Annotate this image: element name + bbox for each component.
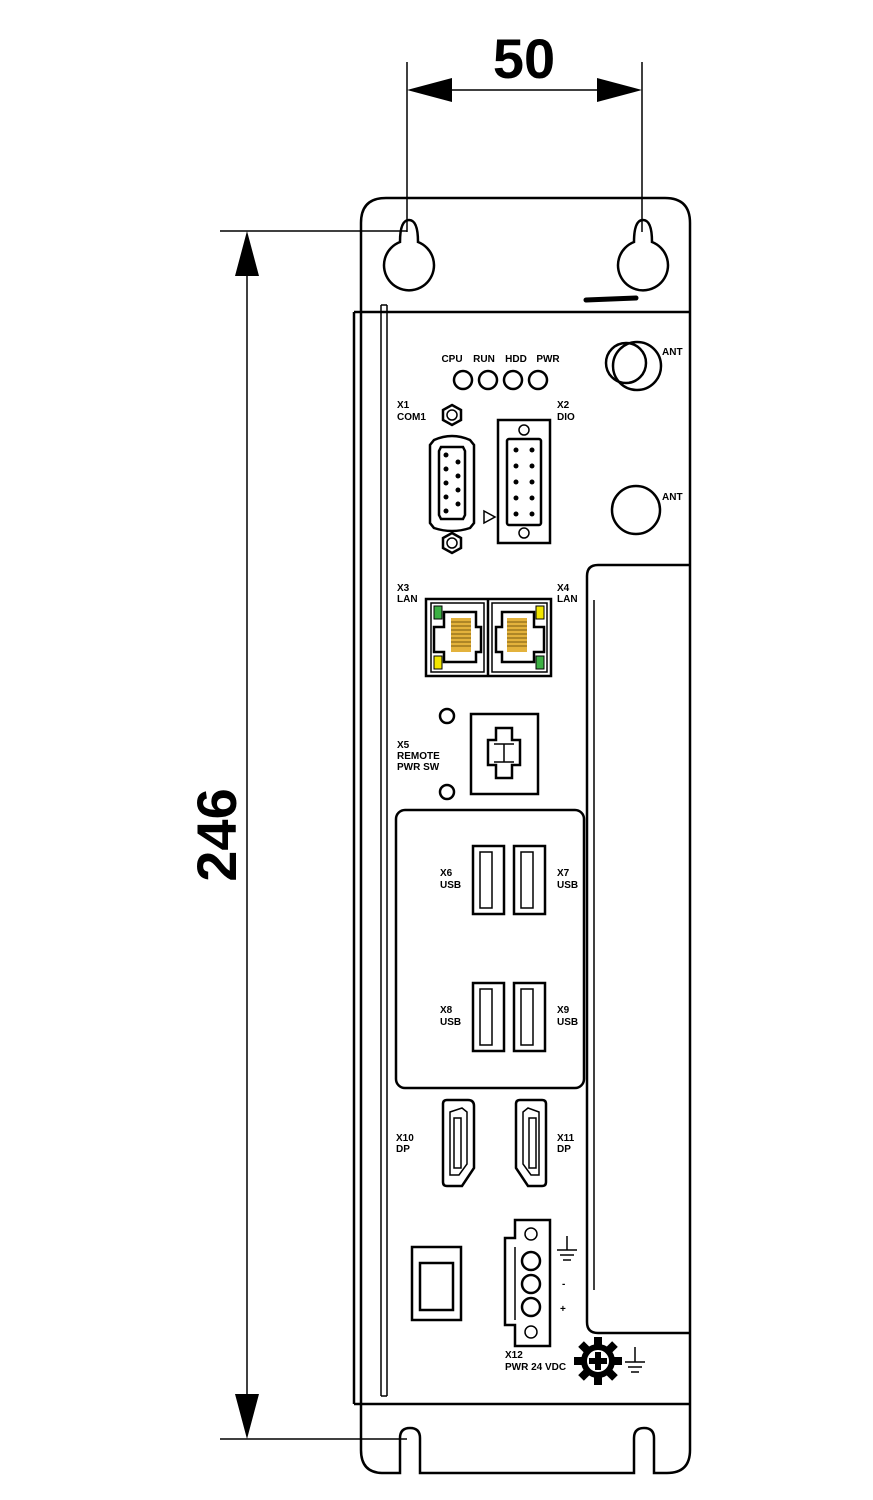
terminal-plus-label: + [560, 1304, 566, 1315]
mount-keyhole-left [382, 218, 436, 292]
antenna-connector-1 [611, 340, 663, 392]
port-x11-name: DP [557, 1144, 571, 1155]
led-label-pwr: PWR [536, 354, 560, 365]
port-x7-id: X7 [557, 868, 570, 879]
antenna-label-1: ANT [662, 347, 683, 358]
port-x5-name-line2: PWR SW [397, 762, 440, 773]
height-dimension: 246 [185, 230, 407, 1440]
dp-port-x11 [514, 1098, 548, 1188]
port-x12-id: X12 [505, 1350, 523, 1361]
led-label-run: RUN [473, 354, 495, 365]
port-x3-id: X3 [397, 583, 410, 594]
port-x8-id: X8 [440, 1005, 453, 1016]
width-dimension: 50 [406, 27, 643, 232]
port-x3-name: LAN [397, 594, 418, 605]
port-x12-name: PWR 24 VDC [505, 1362, 566, 1373]
led-cpu [452, 369, 474, 391]
port-x5-name-line1: REMOTE [397, 751, 440, 762]
port-x2-dio: X2 DIO [483, 400, 575, 545]
port-x8-name: USB [440, 1017, 461, 1028]
antenna-label-2: ANT [662, 492, 683, 503]
led-hdd [502, 369, 524, 391]
led-label-cpu: CPU [441, 354, 462, 365]
port-x1-com1: X1 COM1 [397, 400, 476, 555]
port-x5-remote-pwr-sw: X5 REMOTE PWR SW [397, 707, 540, 801]
port-x10-x11-dp: X10 DP X11 DP [396, 1098, 575, 1188]
port-x11-id: X11 [557, 1133, 575, 1144]
port-x9-name: USB [557, 1017, 578, 1028]
usb-port-x8 [471, 981, 506, 1053]
port-x12-power-terminal: - + X12 PWR 24 VDC [503, 1218, 577, 1373]
usb-port-x7 [512, 844, 547, 916]
usb-port-x6 [471, 844, 506, 916]
port-x1-id: X1 [397, 400, 410, 411]
antenna-connectors: ANT ANT [604, 340, 683, 536]
port-x4-id: X4 [557, 583, 570, 594]
width-dimension-label: 50 [493, 27, 555, 90]
height-dimension-label: 246 [185, 788, 248, 881]
port-x1-name: COM1 [397, 412, 426, 423]
mount-keyhole-right [616, 218, 670, 292]
port-x6-id: X6 [440, 868, 453, 879]
port-x2-id: X2 [557, 400, 570, 411]
status-leds: CPU RUN HDD PWR [441, 354, 560, 391]
led-run [477, 369, 499, 391]
port-x6-name: USB [440, 880, 461, 891]
usb-port-x9 [512, 981, 547, 1053]
antenna-connector-1-back [604, 341, 648, 385]
port-x7-name: USB [557, 880, 578, 891]
port-x2-name: DIO [557, 412, 575, 423]
antenna-connector-2 [610, 484, 662, 536]
port-x3-x4-lan: X3 LAN X4 LAN [397, 583, 578, 678]
terminal-minus-label: - [562, 1279, 565, 1290]
port-x10-id: X10 [396, 1133, 414, 1144]
port-x4-name: LAN [557, 594, 578, 605]
dp-port-x10 [441, 1098, 476, 1188]
led-label-hdd: HDD [505, 354, 527, 365]
port-x9-id: X9 [557, 1005, 570, 1016]
led-pwr [527, 369, 549, 391]
port-x10-name: DP [396, 1144, 410, 1155]
earth-screw [574, 1337, 645, 1385]
device-housing [352, 196, 692, 1475]
usb-panel: X6 USB X7 USB X8 USB X9 USB [394, 808, 586, 1090]
port-x5-id: X5 [397, 740, 410, 751]
power-switch [410, 1245, 463, 1322]
